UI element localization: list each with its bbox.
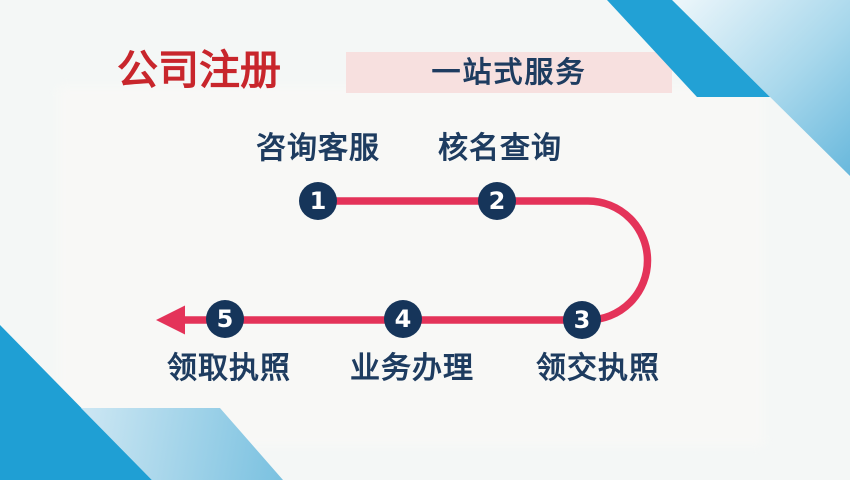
step-label-2: 核名查询 (438, 131, 562, 166)
step-number: 3 (573, 306, 591, 334)
step-label-3: 领交执照 (536, 351, 660, 386)
step-circle-5: 5 (206, 300, 244, 338)
step-number: 2 (488, 187, 506, 215)
page-title: 公司注册 (117, 46, 281, 94)
step-number: 4 (394, 305, 412, 333)
flow-arrow-icon (156, 305, 185, 335)
step-circle-3: 3 (563, 301, 601, 339)
step-number: 1 (309, 187, 327, 215)
step-number: 5 (216, 305, 234, 333)
step-circle-1: 1 (299, 182, 337, 220)
flow-line (184, 197, 652, 324)
step-circle-2: 2 (478, 182, 516, 220)
banner-label: 一站式服务 (431, 55, 587, 89)
step-label-5: 领取执照 (167, 351, 291, 386)
step-label-1: 咨询客服 (256, 131, 380, 166)
step-circle-4: 4 (384, 300, 422, 338)
banner-strip: 一站式服务 (346, 52, 672, 93)
step-label-4: 业务办理 (350, 351, 474, 386)
